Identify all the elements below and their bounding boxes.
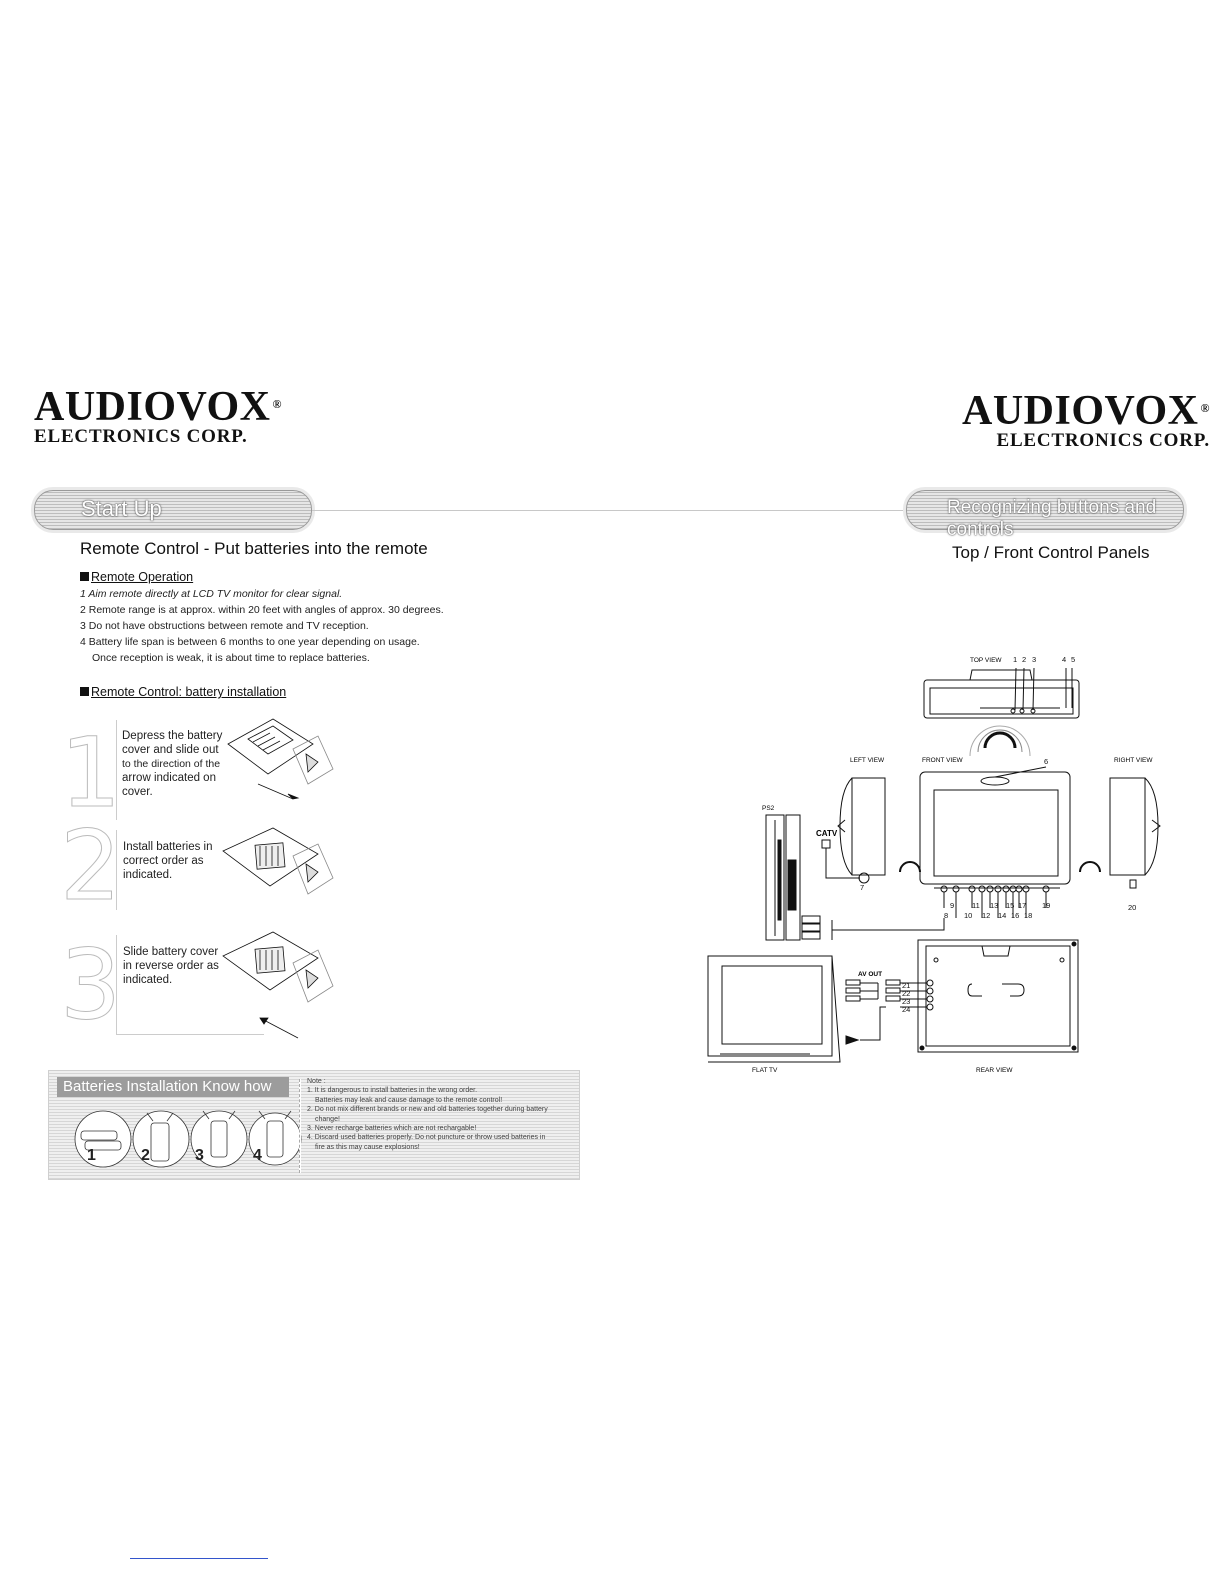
front-view-label: FRONT VIEW — [922, 757, 964, 764]
callout-number: 16 — [1011, 911, 1019, 920]
battery-notes: Note : 1. It is dangerous to install bat… — [307, 1078, 548, 1151]
callout-number: 1 — [1013, 655, 1017, 664]
top-view-label: TOP VIEW — [970, 657, 1002, 664]
battery-installation-title: Remote Control: battery installation — [80, 685, 286, 699]
step-text: Slide battery cover in reverse order as … — [123, 946, 219, 986]
callout-number: 22 — [902, 989, 910, 998]
callout-number: 13 — [990, 901, 998, 910]
ps2-label: PS2 — [762, 805, 775, 812]
step-divider — [116, 720, 117, 820]
flat-tv-label: FLAT TV — [752, 1067, 778, 1074]
av-out-label: AV OUT — [858, 971, 882, 978]
know-how-divider — [299, 1079, 301, 1173]
remote-operation-list: 1 Aim remote directly at LCD TV monitor … — [80, 586, 444, 666]
footnote-rule — [130, 1558, 268, 1559]
callout-number: 20 — [1128, 903, 1136, 912]
step-number: 3 — [59, 929, 122, 1041]
callout-number: 4 — [1062, 655, 1066, 664]
step-divider — [116, 935, 117, 1035]
remote-illustration-step3 — [222, 931, 334, 1039]
callout-number: 11 — [972, 901, 980, 910]
remote-illustration-step1 — [227, 718, 334, 800]
list-item: 3 Do not have obstructions between remot… — [80, 620, 369, 632]
list-item: 1 Aim remote directly at LCD TV monitor … — [80, 588, 343, 600]
left-view-label: LEFT VIEW — [850, 757, 885, 764]
step-text: Install batteries in correct order as in… — [123, 841, 213, 881]
catv-label: CATV — [816, 829, 838, 838]
remote-illustration-step2 — [222, 827, 334, 895]
rear-view-label: REAR VIEW — [976, 1067, 1013, 1074]
step-baseline — [116, 1034, 264, 1035]
batteries-know-how-box: Batteries Installation Know how 1 2 3 4 … — [48, 1070, 580, 1180]
step-divider — [116, 830, 117, 910]
callout-number: 18 — [1024, 911, 1032, 920]
icon-number: 1 — [87, 1147, 96, 1164]
callout-number: 24 — [902, 1005, 910, 1014]
controls-diagram: TOP VIEW LEFT VIEW FRONT VIEW RIGHT VIEW… — [707, 655, 1161, 1074]
right-heading: Top / Front Control Panels — [952, 543, 1150, 562]
recognizing-pill: Recognizing buttons and controls — [906, 490, 1184, 540]
list-item: 4 Battery life span is between 6 months … — [80, 636, 420, 648]
callout-number: 7 — [860, 883, 864, 892]
icon-number: 3 — [195, 1147, 204, 1164]
callout-number: 17 — [1018, 901, 1026, 910]
callout-number: 2 — [1022, 655, 1026, 664]
step-text: Depress the battery cover and slide out … — [122, 730, 223, 798]
step-number: 2 — [59, 810, 122, 922]
step-number: 1 — [59, 717, 122, 829]
callout-number: 5 — [1071, 655, 1075, 664]
left-heading: Remote Control - Put batteries into the … — [80, 539, 428, 558]
callout-number: 8 — [944, 911, 948, 920]
icon-number: 4 — [253, 1147, 262, 1164]
know-how-title-bar: Batteries Installation Know how — [57, 1077, 289, 1097]
callout-number: 15 — [1006, 901, 1014, 910]
start-up-pill: Start Up — [34, 490, 312, 530]
battery-tips-icons — [74, 1110, 302, 1168]
callout-number: 3 — [1032, 655, 1036, 664]
icon-number: 2 — [141, 1147, 150, 1164]
callout-number: 9 — [950, 901, 954, 910]
header-rule — [312, 510, 908, 511]
callout-number: 14 — [998, 911, 1006, 920]
callout-number: 6 — [1044, 757, 1048, 766]
callout-number: 19 — [1042, 901, 1050, 910]
callout-number: 23 — [902, 997, 910, 1006]
callout-number: 12 — [982, 911, 990, 920]
callout-number: 10 — [964, 911, 972, 920]
right-logo: AUDIOVOX® ELECTRONICS CORP. — [962, 388, 1210, 451]
right-view-label: RIGHT VIEW — [1114, 757, 1153, 764]
remote-operation-title: Remote Operation — [80, 570, 193, 584]
list-item: 2 Remote range is at approx. within 20 f… — [80, 604, 444, 616]
left-logo: AUDIOVOX® ELECTRONICS CORP. — [34, 384, 282, 447]
callout-number: 21 — [902, 981, 910, 990]
list-item: Once reception is weak, it is about time… — [92, 652, 370, 664]
